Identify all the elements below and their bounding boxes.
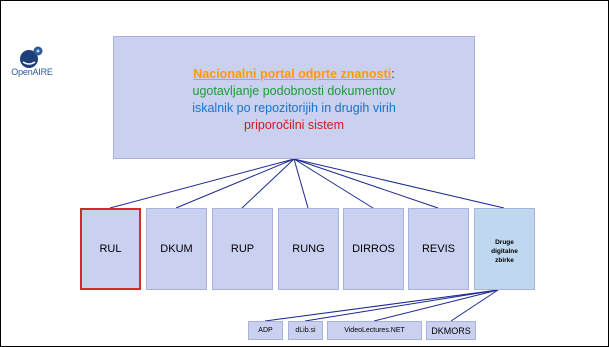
connector-line-6 bbox=[293, 158, 505, 209]
source-dlib: dLib.si bbox=[288, 321, 323, 340]
other-digital-collections: Druge digitalne zbirke bbox=[474, 208, 535, 290]
repo-rul: RUL bbox=[80, 208, 141, 290]
portal-recommender-line: priporočilni sistem bbox=[243, 117, 345, 132]
connector-line-4 bbox=[293, 158, 374, 209]
other-line-1: Druge bbox=[495, 238, 514, 246]
source-dkmors: DKMORS bbox=[426, 321, 476, 340]
repo-revis: REVIS bbox=[408, 208, 469, 290]
sub-connector-line-2 bbox=[373, 289, 499, 322]
other-line-3: zbirke bbox=[495, 256, 514, 264]
portal-box: Nacionalni portal odprte znanosti: ugota… bbox=[113, 36, 475, 159]
connector-line-5 bbox=[293, 158, 439, 209]
connector-line-3 bbox=[293, 158, 309, 209]
sub-connector-line-0 bbox=[264, 289, 499, 322]
sub-connector-line-1 bbox=[304, 289, 499, 322]
repo-rung: RUNG bbox=[278, 208, 339, 290]
portal-similarity-line: ugotavljanje podobnosti dokumentov bbox=[192, 83, 396, 98]
connector-line-2 bbox=[241, 158, 295, 209]
other-line-2: digitalne bbox=[491, 247, 518, 255]
source-adp: ADP bbox=[248, 321, 283, 340]
source-videolectures: VideoLectures.NET bbox=[327, 321, 422, 340]
connector-line-1 bbox=[175, 158, 295, 209]
openaire-logo-text: OpenAIRE bbox=[11, 67, 53, 77]
repo-rup: RUP bbox=[212, 208, 273, 290]
openaire-logo: OpenAIRE bbox=[7, 45, 57, 85]
portal-title: Nacionalni portal odprte znanosti bbox=[193, 66, 392, 81]
portal-search-line: iskalnik po repozitorijih in drugih viri… bbox=[192, 100, 396, 115]
openaire-logo-icon bbox=[20, 46, 43, 68]
connector-line-0 bbox=[109, 158, 295, 209]
repo-dkum: DKUM bbox=[146, 208, 207, 290]
sub-connector-line-3 bbox=[450, 289, 499, 322]
repo-dirros: DIRROS bbox=[343, 208, 404, 290]
portal-title-line: Nacionalni portal odprte znanosti: bbox=[193, 66, 395, 81]
